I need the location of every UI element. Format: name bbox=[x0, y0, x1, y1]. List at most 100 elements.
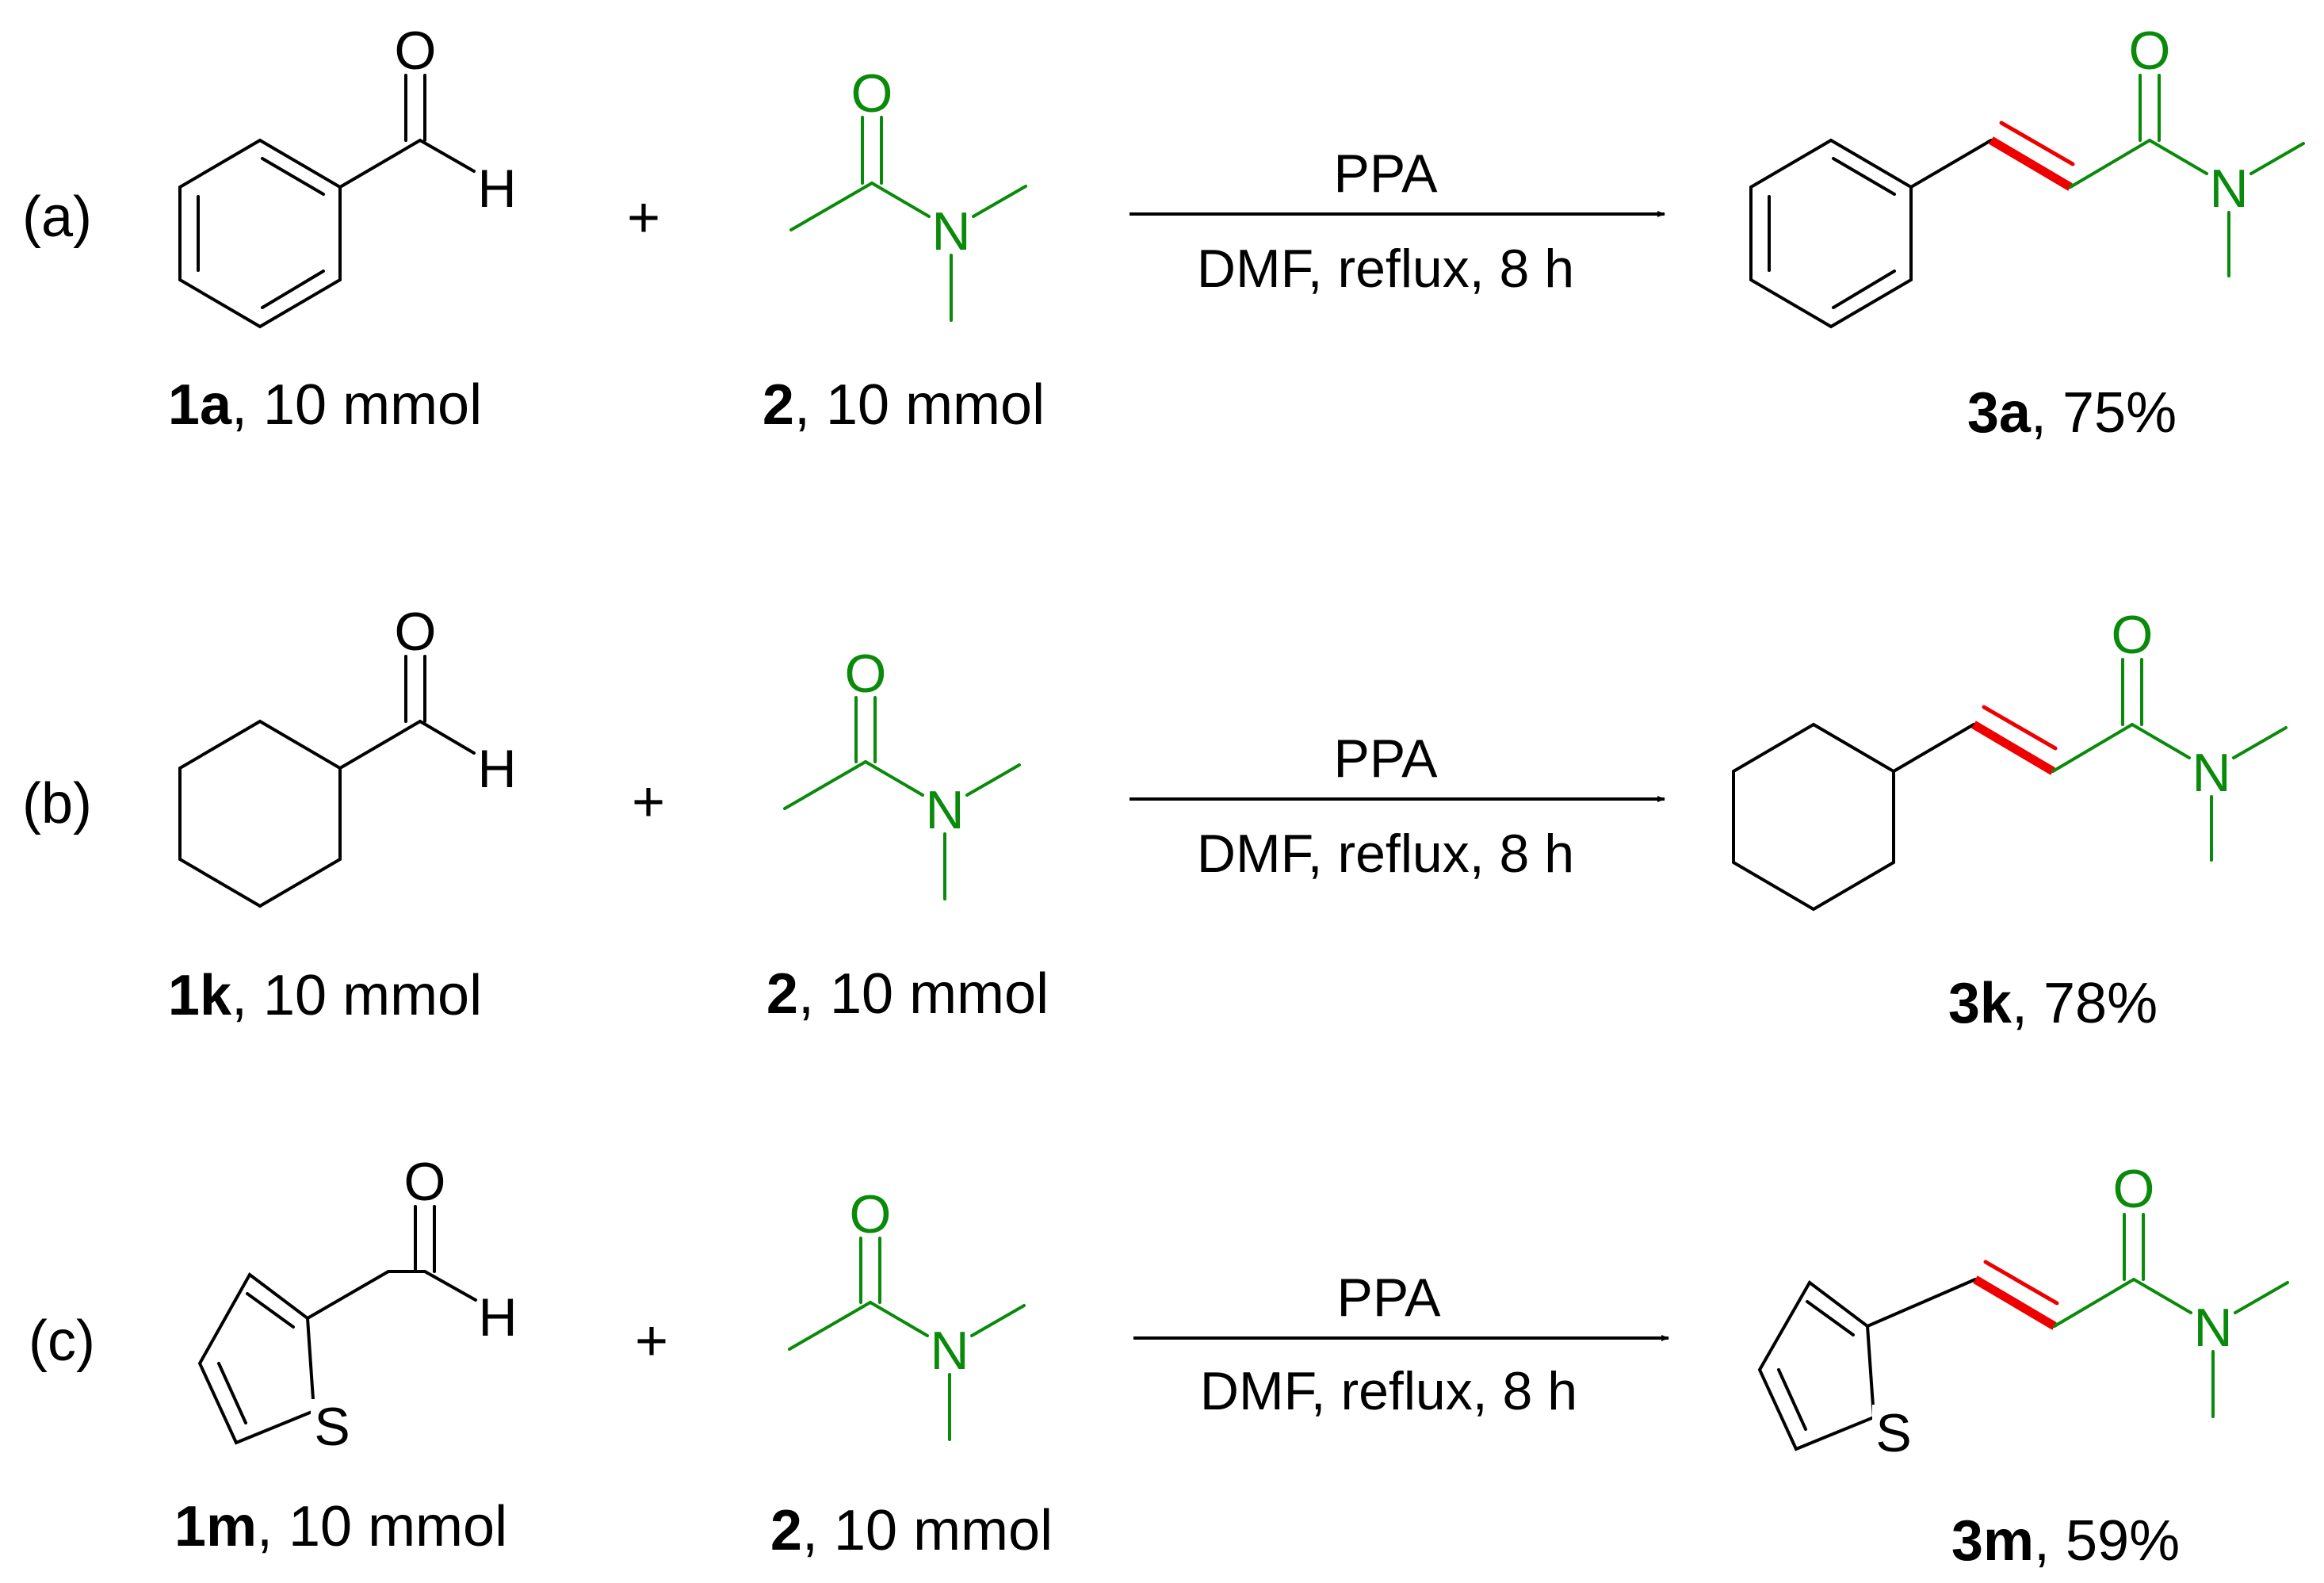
oxygen-atom: O bbox=[2129, 21, 2171, 81]
nitrogen-atom: N bbox=[931, 201, 970, 262]
reactant-1-caption: 1a, 10 mmol bbox=[168, 373, 482, 437]
nitrogen-atom: N bbox=[930, 1321, 969, 1381]
compound-id: 1k bbox=[168, 964, 232, 1027]
carbonyl-n-bond bbox=[864, 760, 924, 797]
new-alkene-bond bbox=[1982, 705, 2058, 751]
n-methyl-bond bbox=[972, 185, 1027, 218]
product-caption: 3m, 59% bbox=[1951, 1509, 2180, 1573]
aromatic-bond bbox=[1777, 1368, 1807, 1431]
reactant-1-caption: 1k, 10 mmol bbox=[168, 964, 482, 1027]
plus-sign: + bbox=[627, 186, 660, 250]
sulfur-atom: S bbox=[1875, 1403, 1911, 1463]
hydrogen-atom: H bbox=[477, 159, 516, 219]
dimethylacetamide-structure: O N bbox=[783, 644, 1021, 900]
benzene-ring bbox=[1749, 138, 1913, 329]
plus-sign: + bbox=[632, 770, 665, 834]
aldehyde-ch-bond bbox=[419, 139, 476, 173]
reactant-2-caption: 2, 10 mmol bbox=[766, 962, 1049, 1026]
sulfur-atom: S bbox=[314, 1397, 350, 1457]
carbonyl-n-bond bbox=[870, 182, 931, 218]
hydrogen-atom: H bbox=[478, 1287, 517, 1348]
product-caption: 3a, 75% bbox=[1967, 381, 2177, 445]
amount: , 10 mmol bbox=[231, 373, 482, 437]
carbonyl-n-bond bbox=[2132, 1278, 2192, 1314]
benzene-ring bbox=[178, 138, 342, 329]
compound-id: 3k bbox=[1948, 972, 2012, 1035]
carbonyl-n-bond bbox=[869, 1301, 929, 1337]
aromatic-bond bbox=[261, 270, 325, 309]
new-alkene-bond bbox=[1989, 136, 2073, 191]
amount: , 10 mmol bbox=[794, 373, 1045, 437]
n-methyl-bond bbox=[2232, 726, 2288, 759]
compound-id: 2 bbox=[770, 1499, 802, 1562]
aryl-vinyl-bond bbox=[1909, 139, 1993, 189]
ring-vinyl-bond bbox=[1866, 1278, 1977, 1328]
oxygen-atom: O bbox=[845, 644, 887, 704]
methyl-carbonyl-bond bbox=[783, 760, 867, 810]
compound-id: 1m bbox=[174, 1495, 257, 1558]
cyclohexyl-acrylamide-product-structure: O N bbox=[1732, 605, 2288, 912]
methyl-carbonyl-bond bbox=[788, 1301, 872, 1351]
cyclohexane-ring bbox=[178, 719, 342, 908]
nitrogen-atom: N bbox=[925, 780, 964, 840]
thiophene-ring bbox=[197, 1272, 316, 1445]
compound-id: 1a bbox=[168, 373, 232, 437]
yield: , 75% bbox=[2031, 381, 2177, 445]
oxygen-atom: O bbox=[395, 602, 437, 662]
methyl-carbonyl-bond bbox=[789, 182, 873, 231]
cyclohexanecarbaldehyde-structure: O H bbox=[178, 602, 517, 908]
reaction-c: (c) S O H 1m, 10 mmol + O N bbox=[29, 1152, 2289, 1573]
aromatic-bond bbox=[1806, 1300, 1855, 1336]
oxygen-atom: O bbox=[850, 1184, 892, 1245]
new-alkene-bond bbox=[1973, 1275, 2057, 1330]
product-caption: 3k, 78% bbox=[1948, 972, 2158, 1035]
reaction-label-a: (a) bbox=[22, 185, 92, 249]
amount: , 10 mmol bbox=[231, 964, 482, 1027]
nitrogen-atom: N bbox=[2209, 159, 2248, 219]
reaction-label-c: (c) bbox=[29, 1310, 95, 1373]
vinyl-carbonyl-bond bbox=[2069, 139, 2151, 189]
n-methyl-bond bbox=[965, 763, 1021, 797]
conditions-below-arrow: DMF, reflux, 8 h bbox=[1197, 824, 1574, 884]
compound-id: 2 bbox=[766, 962, 798, 1026]
cinnamamide-product-structure: O N bbox=[1749, 21, 2305, 329]
vinyl-carbonyl-bond bbox=[2053, 1278, 2135, 1328]
thiophene-carbaldehyde-structure: S O H bbox=[197, 1152, 518, 1457]
atom-label-backdrop bbox=[311, 1399, 354, 1455]
vinyl-carbonyl-bond bbox=[2051, 723, 2134, 773]
aromatic-bond bbox=[1832, 157, 1896, 196]
aromatic-bond bbox=[261, 157, 325, 196]
benzaldehyde-structure: O H bbox=[178, 21, 517, 329]
conditions-below-arrow: DMF, reflux, 8 h bbox=[1200, 1361, 1577, 1421]
compound-id: 3a bbox=[1967, 381, 2032, 445]
amount: , 10 mmol bbox=[798, 962, 1049, 1026]
aromatic-bond bbox=[217, 1362, 247, 1424]
new-alkene-bond bbox=[1971, 721, 2055, 775]
amount: , 10 mmol bbox=[802, 1499, 1053, 1562]
n-methyl-bond bbox=[2249, 142, 2305, 175]
reaction-b: (b) O H 1k, 10 mmol + O N 2, 10 mmol PP bbox=[22, 602, 2288, 1035]
new-alkene-bond bbox=[1999, 120, 2075, 166]
carbonyl-n-bond bbox=[2131, 723, 2191, 759]
oxygen-atom: O bbox=[404, 1152, 446, 1212]
reagent-above-arrow: PPA bbox=[1333, 728, 1438, 789]
dimethylacetamide-structure: O N bbox=[788, 1184, 1026, 1441]
reaction-a: (a) O H 1a, 10 mmol + O N 2, 10 m bbox=[22, 21, 2305, 445]
dimethylacetamide-structure: O N bbox=[789, 63, 1027, 322]
thienyl-acrylamide-product-structure: S O N bbox=[1757, 1159, 2289, 1463]
compound-id: 2 bbox=[763, 373, 794, 437]
yield: , 59% bbox=[2034, 1509, 2180, 1573]
reagent-above-arrow: PPA bbox=[1336, 1268, 1441, 1328]
compound-id: 3m bbox=[1951, 1509, 2034, 1573]
aromatic-bond bbox=[1832, 270, 1896, 309]
carbonyl-n-bond bbox=[2148, 139, 2208, 175]
new-alkene-bond bbox=[1983, 1260, 2059, 1306]
reactant-1-caption: 1m, 10 mmol bbox=[174, 1495, 507, 1558]
ring-carbonyl-bond bbox=[306, 1270, 390, 1320]
aryl-carbonyl-bond bbox=[338, 139, 422, 189]
ring-vinyl-bond bbox=[1892, 723, 1975, 773]
n-methyl-bond bbox=[970, 1304, 1026, 1337]
nitrogen-atom: N bbox=[2192, 743, 2230, 803]
yield: , 78% bbox=[2012, 972, 2158, 1035]
